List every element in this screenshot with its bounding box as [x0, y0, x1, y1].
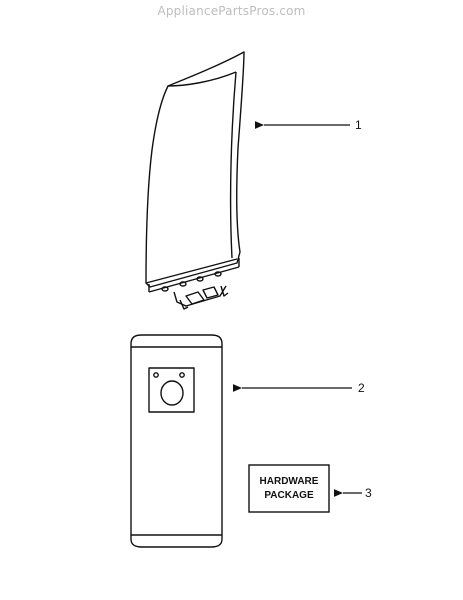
part-3-hardware-package[interactable]: HARDWARE PACKAGE — [248, 464, 330, 513]
callout-number-2: 2 — [358, 381, 365, 395]
watermark-text: AppliancePartsPros.com — [157, 4, 306, 18]
callout-number-3: 3 — [365, 486, 372, 500]
part-2-dust-bag[interactable] — [130, 334, 223, 548]
callout-number-1: 1 — [355, 118, 362, 132]
callout-arrows — [232, 121, 362, 497]
hardware-package-label-line2: PACKAGE — [264, 490, 314, 501]
hardware-package-label-line1: HARDWARE — [260, 476, 319, 487]
part-1-bag-housing[interactable] — [145, 51, 245, 310]
